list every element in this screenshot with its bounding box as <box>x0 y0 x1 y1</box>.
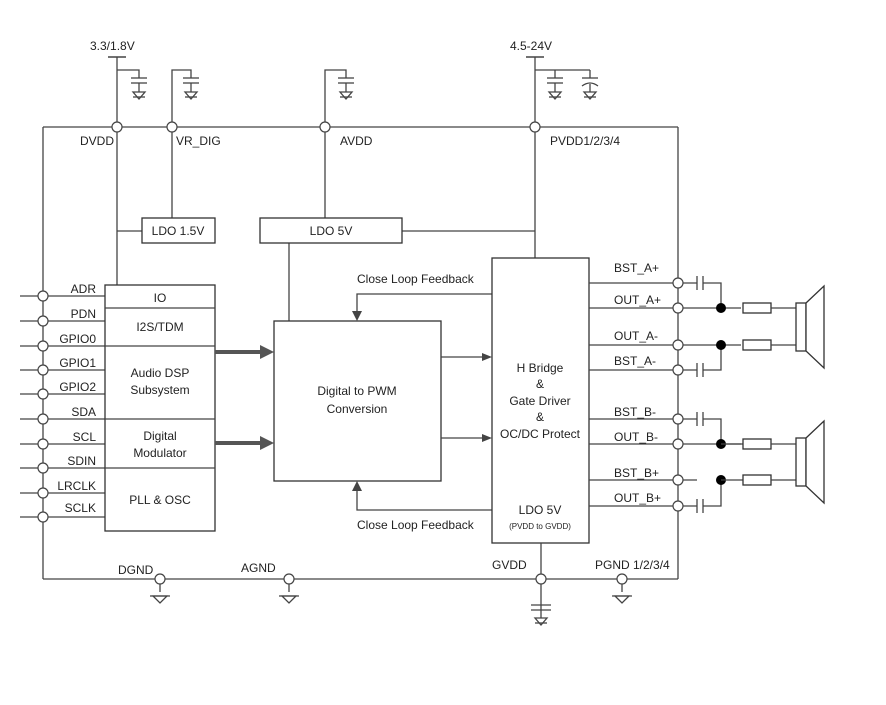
hbridge-ldo-label: LDO 5V <box>519 503 562 517</box>
avdd-cap <box>324 69 354 127</box>
ldo-1p5-label: LDO 1.5V <box>152 224 205 238</box>
dgnd-label: DGND <box>118 563 154 577</box>
ldo-1p5-block: LDO 1.5V <box>141 217 216 244</box>
dsp-to-pwm-arrows <box>215 345 274 450</box>
dsp-block-label-2: Subsystem <box>130 383 189 397</box>
right-pins: BST_A+ OUT_A+ OUT_A- BST_A- BST_B- OUT_B… <box>589 261 741 512</box>
chip-outline <box>42 126 679 580</box>
hbridge-label-3: Gate Driver <box>509 394 570 408</box>
pwm-to-hbridge-arrows <box>441 353 492 442</box>
pin-bst-b-minus: BST_B- <box>614 405 656 419</box>
output-junctions <box>716 303 726 485</box>
supply-power-label: 4.5-24V <box>510 39 552 53</box>
pin-out-a-minus: OUT_A- <box>614 329 658 343</box>
vr-dig-node <box>166 121 178 133</box>
hbridge-block: H Bridge & Gate Driver & OC/DC Protect L… <box>491 257 590 544</box>
feedback-top-label: Close Loop Feedback <box>357 272 475 286</box>
pin-adr: ADR <box>71 282 97 296</box>
supply-digital: 3.3/1.8V <box>90 39 147 127</box>
pin-pdn: PDN <box>71 307 96 321</box>
pin-scl: SCL <box>73 430 97 444</box>
pin-out-a-plus: OUT_A+ <box>614 293 661 307</box>
pll-block-label: PLL & OSC <box>129 493 191 507</box>
io-block-label: IO <box>154 291 167 305</box>
feedback-bottom: Close Loop Feedback <box>352 481 492 532</box>
vr-dig-cap <box>171 69 199 127</box>
ground-rail: DGND AGND GVDD PGND 1/2/3/4 <box>118 543 670 626</box>
agnd-label: AGND <box>241 561 276 575</box>
pvdd-label: PVDD1/2/3/4 <box>550 134 620 148</box>
hbridge-ldo-note: (PVDD to GVDD) <box>509 522 571 531</box>
pin-out-b-minus: OUT_B- <box>614 430 658 444</box>
digital-block-stack: IO I2S/TDM Audio DSP Subsystem Digital M… <box>104 284 216 532</box>
vr-dig-label: VR_DIG <box>176 134 221 148</box>
pin-sdin: SDIN <box>67 454 96 468</box>
dvdd-label: DVDD <box>80 134 114 148</box>
avdd-label: AVDD <box>340 134 373 148</box>
pin-sda: SDA <box>71 405 96 419</box>
supply-digital-label: 3.3/1.8V <box>90 39 135 53</box>
pwm-conversion-block: Digital to PWM Conversion <box>273 320 442 482</box>
pvdd-node <box>529 121 541 133</box>
pin-gpio2: GPIO2 <box>59 380 96 394</box>
hbridge-label-2: & <box>536 377 544 391</box>
modulator-block-label-2: Modulator <box>133 446 186 460</box>
supply-power: 4.5-24V <box>510 39 599 127</box>
dvdd-node <box>111 121 123 133</box>
pwm-label-2: Conversion <box>327 402 388 416</box>
hbridge-label-1: H Bridge <box>517 361 564 375</box>
pgnd-label: PGND 1/2/3/4 <box>595 558 670 572</box>
pin-bst-a-plus: BST_A+ <box>614 261 659 275</box>
ldo-5v-label: LDO 5V <box>310 224 353 238</box>
pin-out-b-plus: OUT_B+ <box>614 491 661 505</box>
pin-sclk: SCLK <box>65 501 96 515</box>
pwm-label-1: Digital to PWM <box>317 384 396 398</box>
dsp-block-label-1: Audio DSP <box>131 366 190 380</box>
bootstrap-caps <box>696 276 722 513</box>
hbridge-label-5: OC/DC Protect <box>500 427 581 441</box>
speaker-b-icon <box>795 419 825 505</box>
gvdd-label: GVDD <box>492 558 527 572</box>
pin-gpio1: GPIO1 <box>59 356 96 370</box>
ldo-5v-block: LDO 5V <box>259 217 403 244</box>
modulator-block-label-1: Digital <box>143 429 176 443</box>
feedback-top: Close Loop Feedback <box>352 272 492 321</box>
pin-lrclk: LRCLK <box>57 479 96 493</box>
hbridge-label-4: & <box>536 410 544 424</box>
output-resistors <box>721 302 796 486</box>
speaker-a-icon <box>795 284 825 370</box>
feedback-bottom-label: Close Loop Feedback <box>357 518 475 532</box>
pin-bst-b-plus: BST_B+ <box>614 466 659 480</box>
pin-gpio0: GPIO0 <box>59 332 96 346</box>
i2s-block-label: I2S/TDM <box>136 320 183 334</box>
pin-bst-a-minus: BST_A- <box>614 354 656 368</box>
avdd-node <box>319 121 331 133</box>
left-pins: ADR PDN GPIO0 GPIO1 GPIO2 SDA SCL SDIN L… <box>20 282 105 523</box>
